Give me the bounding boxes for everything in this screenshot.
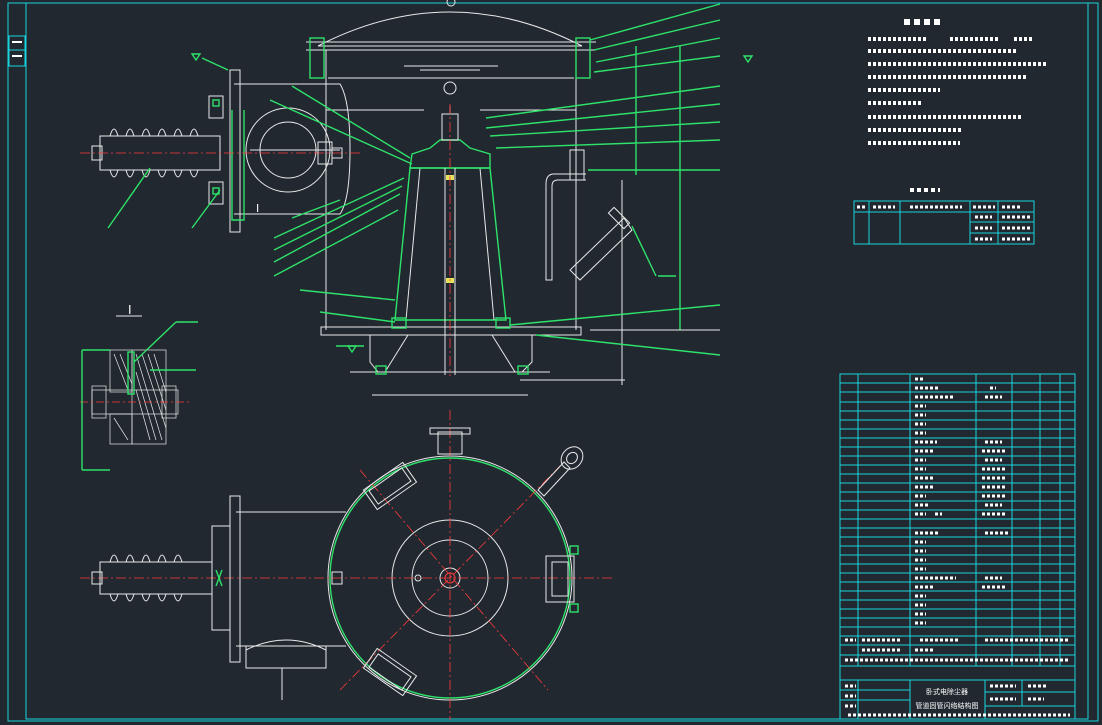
technical-requirements-block — [868, 19, 1046, 145]
drawing-frame — [7, 2, 1099, 722]
detail-label: I — [128, 303, 132, 317]
detail-i-view: I — [80, 303, 198, 471]
front-section-view: I — [80, 0, 754, 396]
section-mark: I — [256, 202, 259, 215]
title-drawing-name-line2: 管道固管闪络结构图 — [916, 701, 979, 710]
bushing-insulator — [80, 128, 360, 178]
plan-view — [80, 410, 615, 720]
nozzle-table — [853, 188, 1035, 245]
bushing-insulator-plan — [91, 554, 343, 602]
revision-strip — [12, 41, 22, 57]
parts-list: 卧式电除尘器 管道固管闪络结构图 — [839, 373, 1076, 720]
title-drawing-name-line1: 卧式电除尘器 — [926, 687, 968, 696]
